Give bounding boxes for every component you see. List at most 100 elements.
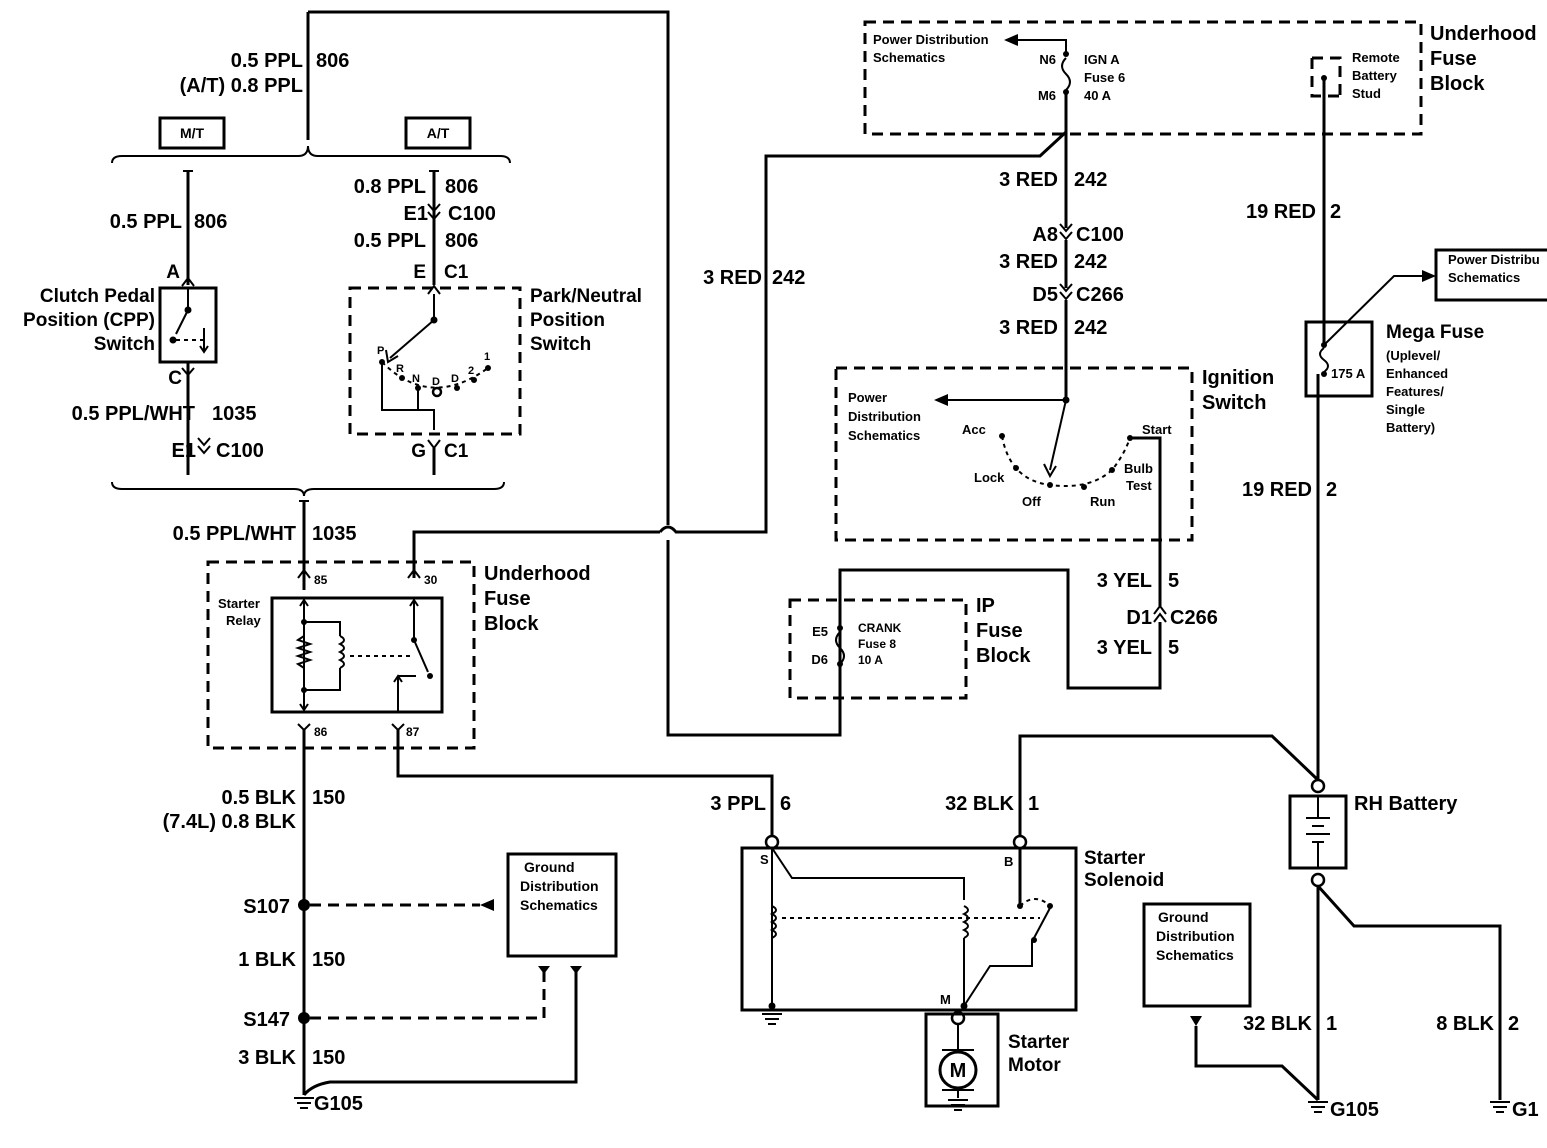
pnp-pos-1: 1 bbox=[484, 351, 490, 363]
d1-connector: D1 bbox=[1126, 607, 1152, 629]
mega-label-6: Battery) bbox=[1386, 420, 1435, 435]
red2-a-label: 19 RED bbox=[1246, 201, 1316, 223]
cpp-out-wire-label: 0.5 PPL/WHT bbox=[72, 403, 195, 425]
red242-1-circuit: 242 bbox=[1074, 169, 1107, 191]
cpp-c100-connector: C100 bbox=[216, 440, 264, 462]
splice-s107: S107 bbox=[243, 896, 290, 918]
pnp-label-2: Position bbox=[530, 310, 605, 331]
motor-label-2: Motor bbox=[1008, 1055, 1061, 1076]
ign-pos-bulb: Bulb bbox=[1124, 461, 1153, 476]
mt-option-box bbox=[158, 116, 226, 150]
pd-ign-label-2: Distribution bbox=[848, 409, 921, 424]
underhood-fuse-block-top bbox=[863, 20, 1423, 136]
blk150-1blk-label: 1 BLK bbox=[238, 949, 296, 971]
blk2-circuit: 2 bbox=[1508, 1013, 1519, 1035]
blk1-bottom-circuit: 1 bbox=[1326, 1013, 1337, 1035]
mega-fuse-rating: 175 A bbox=[1331, 366, 1366, 381]
red242-1-label: 3 RED bbox=[999, 169, 1058, 191]
ground-path-150: 0.5 BLK 150 (7.4L) 0.8 BLK S107 1 BLK 15… bbox=[163, 730, 618, 1115]
underhood-fuse-block-left bbox=[206, 560, 476, 750]
mega-fuse-box bbox=[1304, 320, 1374, 398]
pnp-c1-bottom: C1 bbox=[444, 441, 469, 462]
relay-label-1: Starter bbox=[218, 596, 260, 611]
crank-label-2: Fuse 8 bbox=[858, 637, 896, 651]
ip-fuse-block-box bbox=[788, 598, 968, 700]
solenoid-pin-b: B bbox=[1004, 854, 1013, 869]
c266-connector-b: C266 bbox=[1170, 607, 1218, 629]
relay85-wire-circuit: 1035 bbox=[312, 523, 357, 545]
relay-label-2: Relay bbox=[226, 613, 261, 628]
pnp-wire-05ppl: 0.5 PPL bbox=[354, 230, 426, 252]
cpp-e1-connector: E1 bbox=[172, 440, 196, 462]
c100-connector-c: C100 bbox=[1076, 224, 1124, 246]
crank-pin-d6: D6 bbox=[811, 652, 828, 667]
motor-symbol: M bbox=[950, 1060, 967, 1082]
pnp-pos-n: N bbox=[412, 373, 420, 385]
cpp-switch-group: 0.5 PPL 806 A Clutch Pedal Position (CPP… bbox=[23, 170, 264, 475]
pd-ign-label-1: Power bbox=[848, 390, 887, 405]
ignition-switch-group: Ignition Switch Power Distribution Schem… bbox=[834, 366, 1274, 606]
crank-pin-e5: E5 bbox=[812, 624, 828, 639]
blk1-top-circuit: 1 bbox=[1028, 793, 1039, 815]
relay-pin-86: 86 bbox=[314, 725, 328, 739]
ign-pos-acc: Acc bbox=[962, 422, 986, 437]
ign-pos-lock: Lock bbox=[974, 470, 1005, 485]
relay-pin-30: 30 bbox=[424, 573, 438, 587]
option-bracket-top: M/T A/T bbox=[111, 116, 511, 164]
wire-label-at-ppl: (A/T) 0.8 PPL bbox=[180, 75, 303, 97]
fuse6-pin-n6: N6 bbox=[1039, 52, 1056, 67]
ufb-left-label-1: Underhood bbox=[484, 563, 591, 585]
ip-fuse-block-group: IP Fuse Block E5 D6 CRANK Fuse 8 10 A bbox=[788, 595, 1031, 735]
blk150-wire-label: 0.5 BLK bbox=[222, 787, 297, 809]
relay-pin-87: 87 bbox=[406, 725, 420, 739]
pnp-pin-g: G bbox=[411, 441, 426, 462]
wire-242-left-circuit: 242 bbox=[772, 267, 805, 289]
ground-g105-left: G105 bbox=[314, 1093, 363, 1115]
pnp-switch-box bbox=[348, 286, 522, 436]
gdl-label-2: Distribution bbox=[520, 878, 599, 894]
fuse6-label-3: 40 A bbox=[1084, 88, 1112, 103]
circuit-806-feed: 0.5 PPL 806 (A/T) 0.8 PPL bbox=[180, 10, 670, 525]
gdl-label-3: Schematics bbox=[520, 897, 598, 913]
pnp-wire-05ppl-circuit: 806 bbox=[445, 230, 478, 252]
cpp-pin-a: A bbox=[166, 262, 180, 283]
wire-242-left-label: 3 RED bbox=[703, 267, 762, 289]
pnp-switch-group: 0.8 PPL 806 E1 C100 0.5 PPL 806 E C1 P R… bbox=[348, 170, 642, 475]
mt-label: M/T bbox=[180, 125, 205, 141]
cpp-pin-c: C bbox=[168, 368, 182, 389]
pnp-label-3: Switch bbox=[530, 334, 591, 355]
solenoid-label-1: Starter bbox=[1084, 848, 1146, 869]
ufb-top-label-1: Underhood bbox=[1430, 23, 1537, 45]
blk1-top-label: 32 BLK bbox=[945, 793, 1014, 815]
c266-connector-a: C266 bbox=[1076, 284, 1124, 306]
ground-dist-right-box bbox=[1142, 902, 1252, 1008]
battery-feed-group: 19 RED 2 Power Distribu Schematics 175 A… bbox=[1142, 201, 1547, 1121]
ufb-top-label-3: Block bbox=[1430, 73, 1485, 95]
ign-pos-start: Start bbox=[1142, 422, 1172, 437]
option-bracket-bottom: 0.5 PPL/WHT 1035 bbox=[111, 481, 505, 590]
crank-label-3: 10 A bbox=[858, 653, 883, 667]
gdr-label-2: Distribution bbox=[1156, 928, 1235, 944]
ign-label-1: Ignition bbox=[1202, 367, 1274, 389]
ppl6-wire-label: 3 PPL bbox=[710, 793, 766, 815]
yel5-b-circuit: 5 bbox=[1168, 637, 1179, 659]
ipfb-label-2: Fuse bbox=[976, 620, 1023, 642]
d5-connector: D5 bbox=[1032, 284, 1058, 306]
motor-label-1: Starter bbox=[1008, 1032, 1070, 1053]
red242-2-circuit: 242 bbox=[1074, 251, 1107, 273]
starter-relay-box bbox=[270, 596, 444, 714]
pd-right-label-1: Power Distribu bbox=[1448, 252, 1540, 267]
circuit-242-main: 3 RED 242 A8 C100 3 RED 242 D5 C266 3 RE… bbox=[999, 169, 1124, 400]
wire-label-ppl806: 0.5 PPL bbox=[231, 50, 303, 72]
cpp-wire-circuit: 806 bbox=[194, 211, 227, 233]
ign-pos-run: Run bbox=[1090, 494, 1115, 509]
fuse6-pin-m6: M6 bbox=[1038, 88, 1056, 103]
mega-label-1: Mega Fuse bbox=[1386, 322, 1484, 343]
pnp-pos-d: D bbox=[451, 373, 459, 385]
red2-a-circuit: 2 bbox=[1330, 201, 1341, 223]
blk2-label: 8 BLK bbox=[1436, 1013, 1494, 1035]
ipfb-label-1: IP bbox=[976, 595, 995, 617]
pnp-e1: E1 bbox=[404, 203, 428, 225]
relay85-wire-label: 0.5 PPL/WHT bbox=[173, 523, 296, 545]
